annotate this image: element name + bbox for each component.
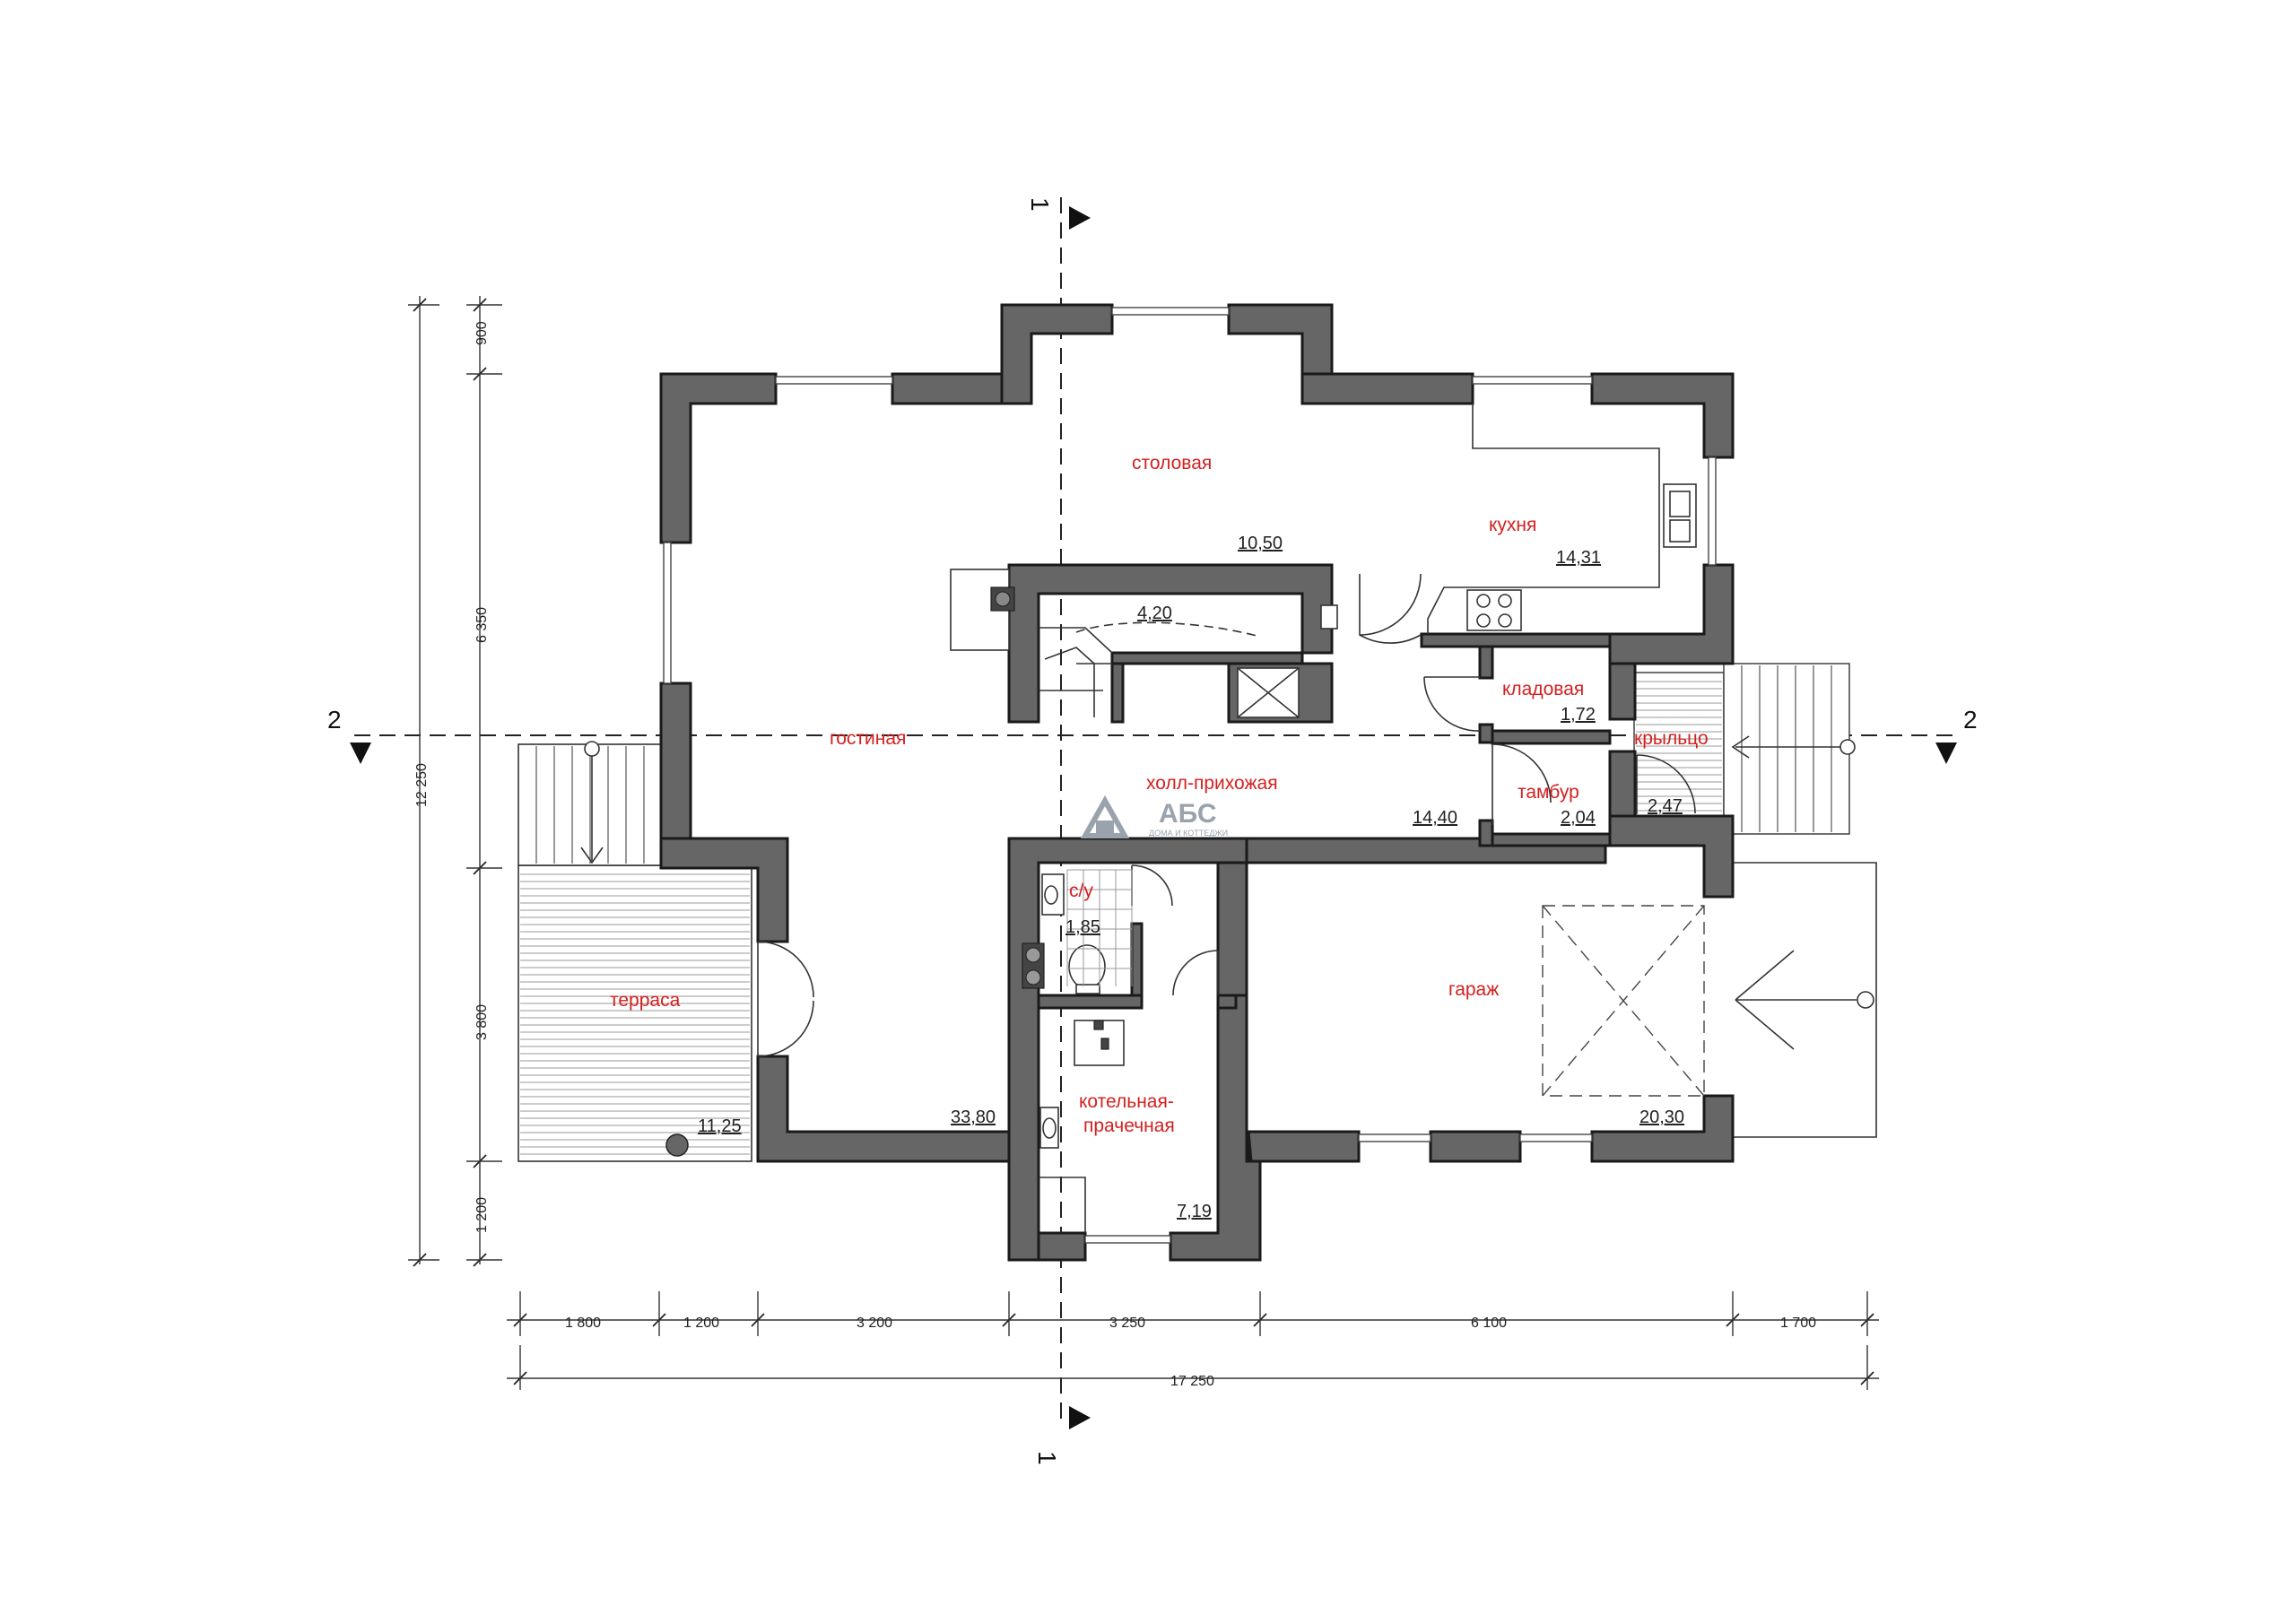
room-label-boiler-1: котельная-: [1079, 1091, 1174, 1112]
svg-text:1: 1: [1033, 1451, 1061, 1465]
room-label-vestibule: тамбур: [1518, 782, 1579, 803]
area-hall: 14,40: [1413, 808, 1457, 828]
dim-left-4: 1 200: [474, 1197, 490, 1233]
room-label-terrace: терраса: [610, 990, 681, 1011]
section-mark-1-top: 1: [1026, 197, 1091, 230]
area-terrace: 11,25: [698, 1116, 742, 1136]
room-label-wc: с/у: [1069, 881, 1093, 901]
room-label-porch: крыльцо: [1634, 728, 1709, 749]
area-living: 33,80: [951, 1107, 996, 1127]
doors: [757, 573, 1696, 1057]
section-mark-2-right: 2: [1935, 706, 1978, 764]
room-label-dining: столовая: [1132, 453, 1212, 473]
room-label-garage: гараж: [1448, 979, 1499, 1000]
room-label-pantry: кладовая: [1502, 679, 1584, 699]
room-label-living: гостиная: [830, 728, 906, 749]
terrace: [517, 741, 752, 1162]
svg-text:1: 1: [1026, 197, 1054, 212]
dim-bottom-3: 3 200: [857, 1316, 892, 1331]
dim-bottom-5: 6 100: [1471, 1316, 1507, 1331]
svg-text:ДОМА И КОТТЕДЖИ: ДОМА И КОТТЕДЖИ: [1149, 829, 1228, 838]
room-label-hall: холл-прихожая: [1146, 773, 1278, 794]
kitchen-counter: [1427, 404, 1697, 634]
section-mark-1-bottom: 1: [1033, 1406, 1091, 1465]
stair: [950, 569, 1338, 718]
area-kitchen: 14,31: [1556, 548, 1601, 568]
area-dining: 10,50: [1238, 534, 1283, 553]
porch: [1633, 663, 1856, 835]
area-porch: 2,47: [1648, 796, 1683, 816]
dim-bottom-1: 1 800: [565, 1316, 601, 1331]
dim-left-3: 3 800: [474, 1004, 490, 1040]
svg-text:2: 2: [1963, 706, 1978, 734]
boiler-fixtures: [1039, 1020, 1125, 1233]
area-stair: 4,20: [1137, 604, 1172, 623]
dim-left-total: 12 250: [414, 763, 430, 807]
room-label-kitchen: кухня: [1489, 515, 1536, 535]
windows: [663, 307, 1717, 1244]
area-wc: 1,85: [1065, 917, 1100, 937]
svg-text:АБС: АБС: [1159, 799, 1217, 829]
dim-bottom-4: 3 250: [1109, 1316, 1145, 1331]
dim-bottom-2: 1 200: [683, 1316, 719, 1331]
area-boiler: 7,19: [1177, 1202, 1212, 1221]
garage-overhead: [1542, 905, 1705, 1097]
section-mark-2-left: 2: [327, 706, 371, 764]
dimension-bottom: 1 800 1 200 3 200 3 250 6 100 1 700 17 2…: [507, 1291, 1879, 1390]
area-vestibule: 2,04: [1561, 808, 1596, 828]
dim-left-1: 900: [474, 321, 490, 345]
dim-left-2: 6 350: [474, 607, 490, 643]
svg-text:2: 2: [327, 706, 342, 734]
garage-apron: [1724, 862, 1877, 1138]
dimension-left: 900 6 350 3 800 1 200 12 250: [408, 296, 502, 1267]
room-label-boiler-2: прачечная: [1083, 1116, 1175, 1136]
bathroom-fixtures: [1022, 869, 1133, 994]
dim-bottom-total: 17 250: [1170, 1374, 1214, 1389]
area-garage: 20,30: [1639, 1107, 1684, 1127]
area-pantry: 1,72: [1561, 705, 1596, 725]
company-logo: АБС ДОМА И КОТТЕДЖИ: [1080, 795, 1228, 838]
dim-bottom-6: 1 700: [1780, 1316, 1816, 1331]
